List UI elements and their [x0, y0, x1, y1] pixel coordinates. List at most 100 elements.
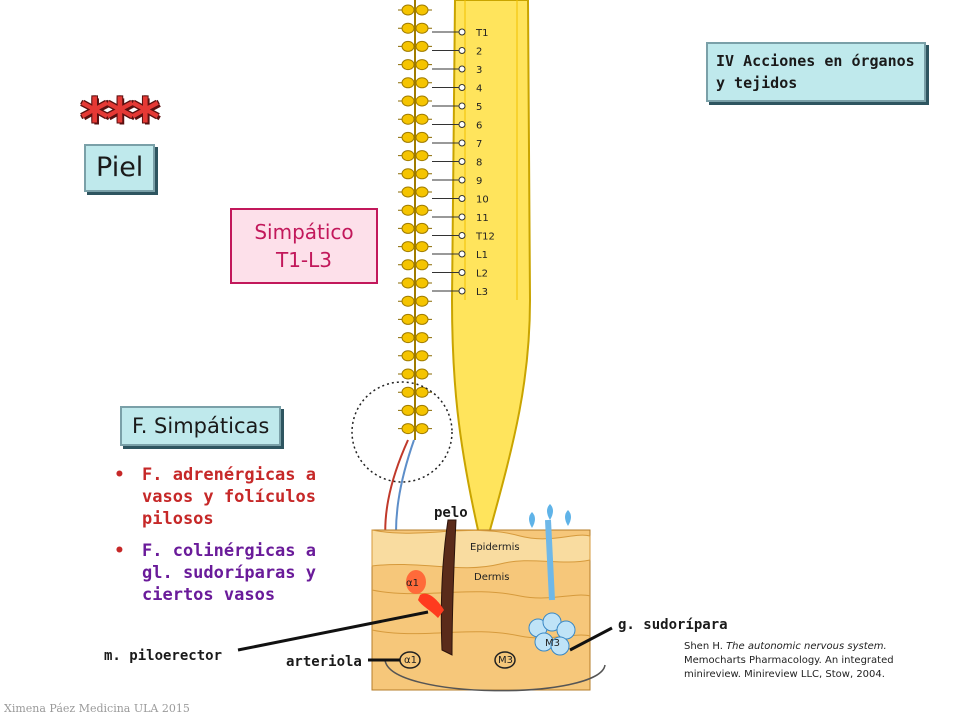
ganglion: [415, 59, 429, 71]
sympathetic-line2: T1-L3: [275, 248, 333, 272]
ganglion: [415, 150, 429, 162]
ganglion: [401, 4, 415, 16]
ganglion: [415, 259, 429, 271]
piloerector-label: m. piloerector: [104, 648, 223, 664]
ganglion: [415, 350, 429, 362]
ganglion: [401, 40, 415, 52]
ganglion: [401, 386, 415, 398]
ganglion: [401, 404, 415, 416]
bullet-adrenergic: F. adrenérgicas a vasos y folículos pilo…: [114, 464, 344, 530]
piloerector-muscle: [418, 593, 444, 618]
vertebra-root-dot: [458, 250, 466, 258]
vertebra-root-dot: [458, 287, 466, 295]
m3-right-label: M3: [545, 638, 560, 649]
ganglion: [415, 386, 429, 398]
vertebra-label: 11: [476, 213, 489, 224]
ganglion: [415, 22, 429, 34]
vertebra-root-dot: [458, 65, 466, 73]
ganglion: [415, 368, 429, 380]
vertebra-label: 4: [476, 84, 482, 95]
ganglion: [401, 95, 415, 107]
vertebra-label: 6: [476, 121, 482, 132]
vertebra-label: 9: [476, 176, 482, 187]
dermis-label: Dermis: [474, 572, 510, 583]
vertebra-label: L2: [476, 269, 488, 280]
vertebra-root-dot: [458, 28, 466, 36]
piloerector-leader: [237, 610, 429, 652]
ganglion: [415, 404, 429, 416]
ganglion: [401, 277, 415, 289]
fibers-title: F. Simpáticas: [132, 414, 270, 438]
ganglion: [401, 368, 415, 380]
ganglion: [401, 77, 415, 89]
vertebra-root-dot: [458, 121, 466, 128]
vertebra-root-dot: [458, 269, 466, 276]
sweat-droplets: [529, 504, 571, 528]
ganglion: [415, 423, 429, 435]
hair-follicle: [440, 519, 457, 656]
ganglion: [401, 59, 415, 71]
ganglion: [415, 241, 429, 253]
ganglion: [401, 222, 415, 234]
section-title: IV Acciones en órganos y tejidos: [716, 52, 915, 92]
ganglion: [415, 77, 429, 89]
vertebra-root-dot: [458, 176, 466, 184]
ganglion: [415, 186, 429, 198]
ganglion: [401, 350, 415, 362]
vertebra-root-dot: [458, 213, 466, 221]
ganglion: [415, 313, 429, 325]
section-box: IV Acciones en órganos y tejidos: [706, 42, 926, 102]
ganglion: [401, 332, 415, 344]
ganglion: [401, 168, 415, 180]
citation-title: The autonomic nervous system.: [726, 641, 887, 652]
fibers-box: F. Simpáticas: [120, 406, 282, 446]
sweat-leader: [569, 626, 613, 652]
ganglion: [401, 295, 415, 307]
vertebra-root-dot: [458, 195, 466, 202]
ganglion: [415, 168, 429, 180]
sympathetic-line1: Simpático: [254, 220, 354, 244]
vertebra-label: 5: [476, 102, 482, 113]
ganglion: [401, 22, 415, 34]
m3-mid-label: M3: [498, 655, 513, 666]
pelo-label: pelo: [434, 505, 468, 521]
ganglion: [401, 204, 415, 216]
ganglion: [401, 259, 415, 271]
vertebra-root-dot: [458, 84, 466, 91]
sympathetic-chain: [398, 0, 432, 440]
fiber-bullet-list: F. adrenérgicas a vasos y folículos pilo…: [114, 464, 344, 616]
bullet-cholinergic: F. colinérgicas a gl. sudoríparas y cier…: [114, 540, 344, 606]
arteriola-label: arteriola: [286, 654, 362, 670]
vertebra-label: T12: [475, 232, 495, 243]
citation-author: Shen H.: [684, 641, 727, 652]
citation: Shen H. The autonomic nervous system. Me…: [684, 640, 946, 682]
vertebra-label: 7: [476, 139, 482, 150]
ganglion: [401, 186, 415, 198]
ganglion: [415, 95, 429, 107]
vertebra-label: 3: [476, 65, 482, 76]
ganglion: [415, 4, 429, 16]
vertebra-root-dot: [458, 139, 466, 147]
sweat-gland-label: g. sudorípara: [618, 617, 728, 633]
spinal-cord: [450, 0, 532, 561]
ganglion: [401, 113, 415, 125]
citation-source: Memocharts Pharmacology. An integrated m…: [684, 655, 894, 680]
vertebra-root-dot: [458, 47, 466, 54]
footer-credit: Ximena Páez Medicina ULA 2015: [4, 702, 190, 715]
ganglion: [401, 150, 415, 162]
vertebra-root-dot: [458, 232, 466, 239]
ganglion: [415, 277, 429, 289]
vertebra-label: 10: [476, 195, 489, 206]
dotted-circle: [351, 381, 453, 483]
ganglion: [415, 113, 429, 125]
ganglion: [415, 40, 429, 52]
ganglion: [415, 131, 429, 143]
ganglion: [401, 313, 415, 325]
ganglion: [415, 295, 429, 307]
ganglion: [401, 241, 415, 253]
ganglion: [415, 204, 429, 216]
title-box: Piel: [84, 144, 156, 192]
ganglion: [415, 222, 429, 234]
vertebra-label: L3: [476, 287, 488, 298]
